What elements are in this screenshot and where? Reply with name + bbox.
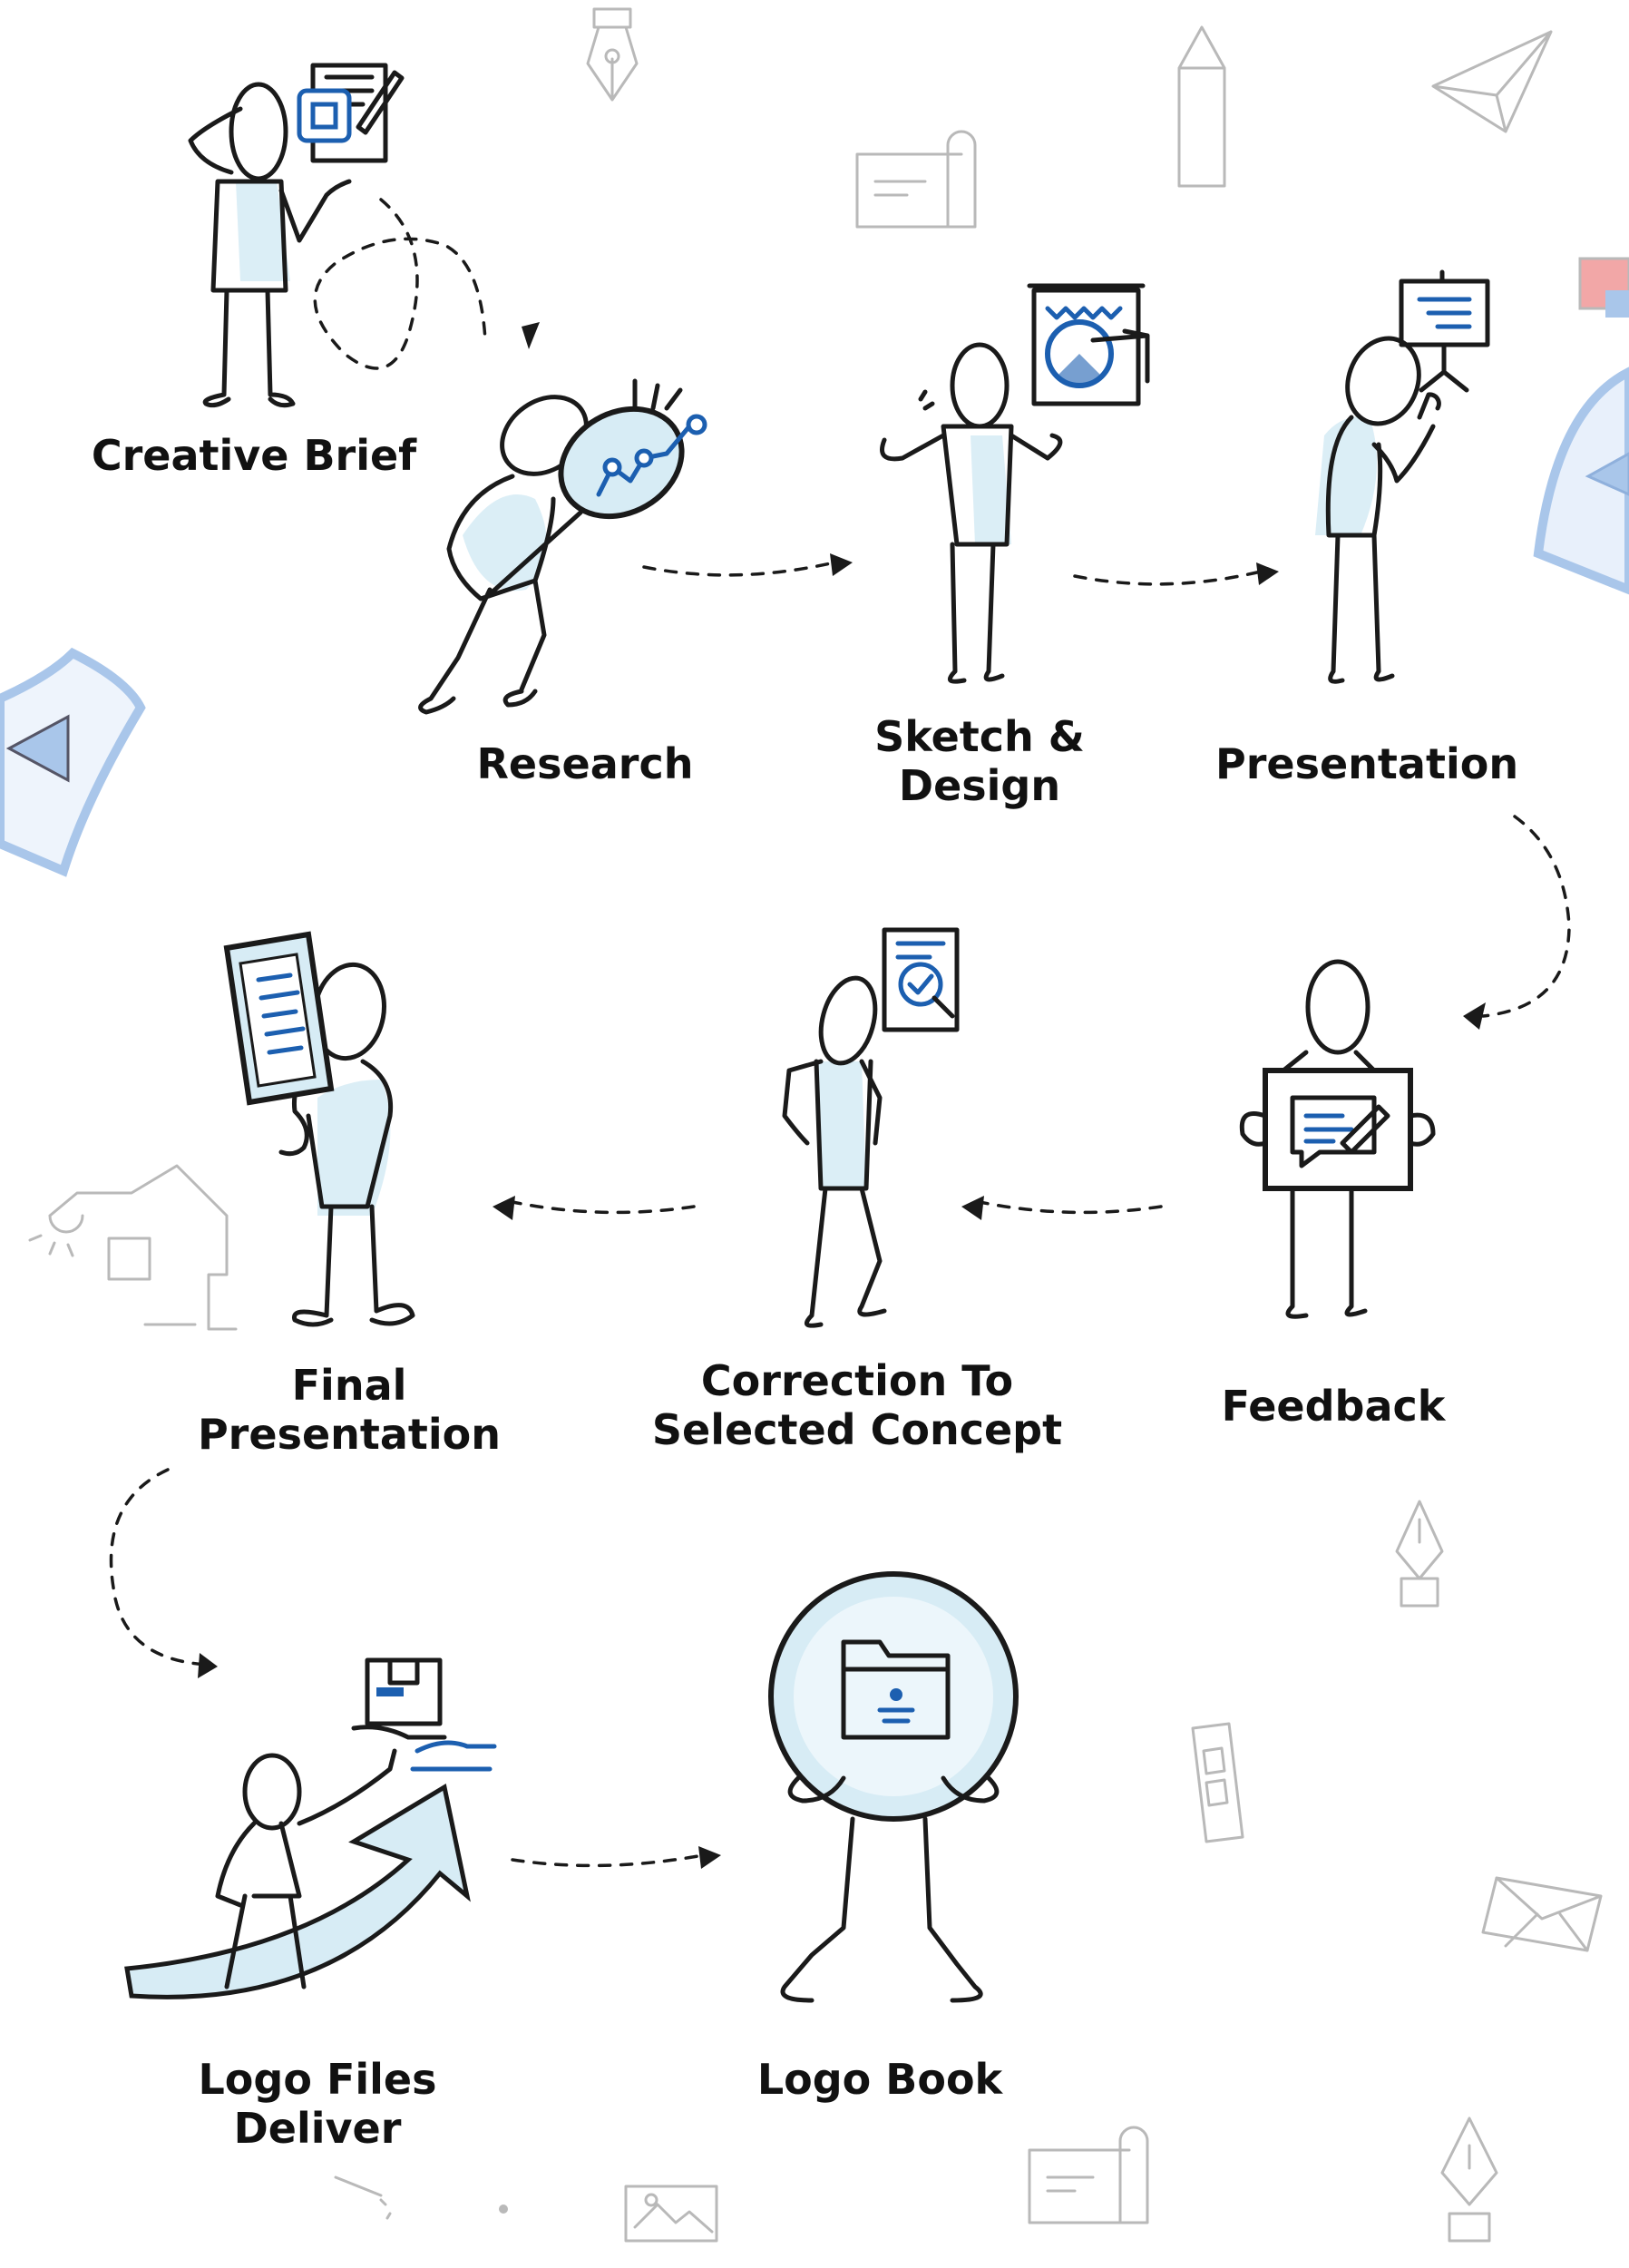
decorations [0, 7, 1629, 2243]
step-label-correction: Correction To Selected Concept [651, 1356, 1063, 1454]
step-label-final-presentation: Final Presentation [197, 1361, 502, 1459]
figure-correction [782, 927, 960, 1328]
blueprint-scroll-icon [855, 130, 977, 229]
figure-final-presentation [223, 931, 415, 1327]
arrow-brief-to-research [313, 198, 487, 370]
figure-feedback [1239, 959, 1436, 1319]
arrow-feedback-to-correction [978, 1200, 1163, 1215]
drawing-board-icon [1027, 283, 1150, 406]
figure-logo-book [768, 1571, 1019, 2003]
document-check-icon [882, 927, 960, 1032]
arrow-research-to-sketch [642, 561, 836, 577]
figure-logo-files-deliver [124, 1657, 497, 1999]
pen-nib-bottom-icon [1440, 2116, 1498, 2243]
image-frame-icon [624, 2185, 718, 2243]
step-label-feedback: Feedback [1221, 1382, 1446, 1431]
step-label-logo-files-deliver: Logo Files Deliver [198, 2055, 437, 2153]
figure-presentation [1315, 269, 1490, 684]
arrowhead [522, 322, 540, 349]
magnifier-chart-icon [487, 378, 707, 597]
magic-wand-icon [334, 2175, 508, 2220]
chat-edit-icon [1239, 1068, 1436, 1191]
fountain-pen-icon [586, 7, 639, 102]
step-label-creative-brief: Creative Brief [91, 431, 417, 480]
play-screen-right-icon [1533, 367, 1629, 595]
pen-nib-icon [1395, 1500, 1444, 1608]
figure-sketch-design [880, 283, 1150, 684]
brief-document-icon [297, 63, 405, 163]
film-strip-icon [1191, 1722, 1244, 1843]
package-hand-icon [351, 1657, 497, 1772]
play-screen-left-icon [0, 647, 146, 877]
envelope-icon [1481, 1876, 1603, 1952]
flow-arrows [109, 198, 1571, 1869]
figure-research [418, 378, 707, 715]
color-swatch-icon [1578, 257, 1629, 318]
pencil-icon [1177, 25, 1226, 188]
presentation-easel-icon [1399, 269, 1490, 393]
step-label-research: Research [476, 739, 694, 788]
figure-creative-brief [188, 63, 405, 408]
arrow-correction-to-final [511, 1200, 696, 1215]
folder-icon [841, 1639, 951, 1740]
step-label-presentation: Presentation [1215, 739, 1519, 788]
step-label-sketch-design: Sketch & Design [874, 712, 1085, 810]
arrow-presentation-to-feedback [1481, 815, 1571, 1018]
blueprint-scroll-bottom-icon [1028, 2126, 1149, 2224]
arrow-sketch-to-presentation [1073, 570, 1263, 586]
paper-plane-icon [1431, 30, 1553, 133]
document-list-icon [223, 931, 335, 1106]
arrow-delivery-to-book [511, 1853, 705, 1868]
desk-lamp-icon [28, 1164, 238, 1331]
arrow-final-to-delivery [109, 1468, 210, 1667]
step-label-logo-book: Logo Book [756, 2055, 1003, 2104]
